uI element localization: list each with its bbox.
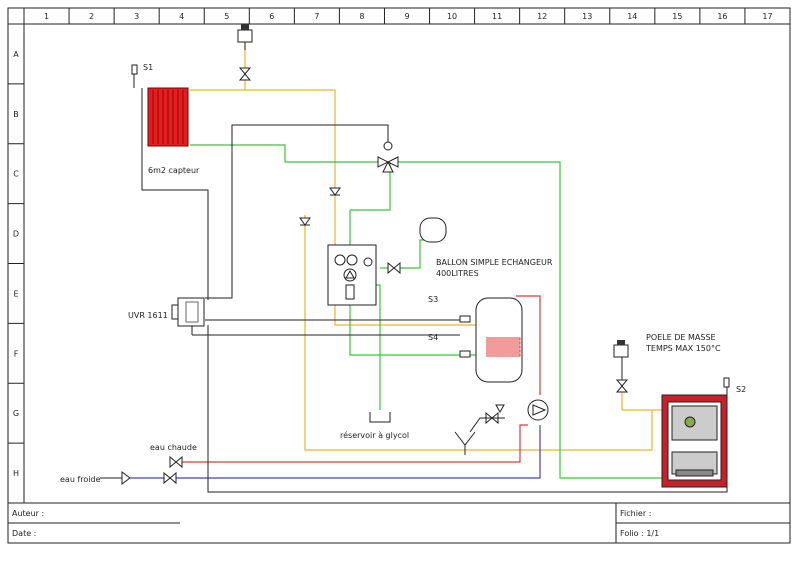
column-number: 8 — [359, 12, 364, 21]
column-number: 4 — [179, 12, 184, 21]
controller-label: UVR 1611 — [128, 311, 168, 320]
column-number: 12 — [537, 12, 547, 21]
air-vent-icon — [237, 24, 253, 50]
column-number: 9 — [404, 12, 409, 21]
row-separators — [8, 83, 24, 444]
hot-water-label: eau chaude — [150, 443, 197, 452]
sensor-s1 — [131, 64, 138, 88]
cold-water-pipes — [130, 425, 541, 479]
column-number: 10 — [447, 12, 457, 21]
column-number: 15 — [672, 12, 682, 21]
column-number: 3 — [134, 12, 139, 21]
column-number: 11 — [492, 12, 502, 21]
check-valve-icon — [329, 187, 341, 196]
s1-label: S1 — [143, 63, 153, 72]
stove — [661, 394, 728, 488]
cold-water-check-icon — [100, 471, 131, 485]
drawing-frame — [7, 7, 791, 544]
check-valve-2-icon — [299, 217, 311, 226]
row-letter: F — [14, 349, 19, 358]
column-number: 14 — [627, 12, 637, 21]
column-number: 5 — [224, 12, 229, 21]
glycol-reservoir — [369, 412, 391, 423]
row-letter: D — [13, 230, 19, 239]
stove-temp-label: TEMPS MAX 150°C — [645, 344, 721, 353]
hot-water-valve-icon — [169, 455, 183, 469]
file-label: Fichier : — [620, 509, 651, 518]
expansion-vessel — [419, 217, 447, 243]
cold-water-valve-icon — [163, 471, 177, 485]
row-letters: A B C D E F G H — [13, 50, 19, 478]
folio-label: Folio : 1/1 — [620, 529, 659, 538]
sensor-s2 — [723, 377, 730, 400]
row-letter: C — [13, 170, 19, 179]
s3-label: S3 — [428, 295, 438, 304]
row-letter: G — [13, 409, 19, 418]
column-number: 13 — [582, 12, 592, 21]
s4-label: S4 — [428, 333, 438, 342]
tank-volume-label: 400LITRES — [436, 269, 479, 278]
solar-collector — [147, 87, 189, 147]
valve-top-icon — [238, 67, 252, 81]
column-number: 1 — [44, 12, 49, 21]
collector-label: 6m2 capteur — [148, 166, 200, 175]
column-number: 2 — [89, 12, 94, 21]
glycol-label: réservoir à glycol — [340, 430, 409, 440]
row-letter: A — [13, 50, 19, 59]
sensor-s3 — [459, 315, 471, 323]
column-number: 7 — [314, 12, 319, 21]
stove-label: POELE DE MASSE — [646, 333, 716, 342]
controller-box — [171, 297, 205, 327]
s2-label: S2 — [736, 385, 746, 394]
column-number: 6 — [269, 12, 274, 21]
row-letter: E — [13, 289, 18, 298]
column-number: 17 — [762, 12, 772, 21]
valve-expansion-icon — [387, 261, 401, 275]
cold-water-label: eau froide — [60, 475, 101, 484]
stove-air-vent-icon — [613, 340, 629, 393]
storage-tank — [475, 297, 523, 383]
drain-funnel-icon — [454, 417, 505, 455]
solar-pump-station — [327, 244, 377, 306]
row-letter: B — [13, 110, 19, 119]
date-label: Date : — [12, 529, 36, 538]
column-number: 16 — [717, 12, 727, 21]
three-way-valve-icon — [377, 141, 399, 173]
row-letter: H — [13, 469, 19, 478]
column-separators — [23, 8, 746, 24]
sensor-s4 — [459, 350, 471, 358]
tank-label: BALLON SIMPLE ECHANGEUR — [436, 258, 553, 267]
author-label: Auteur : — [12, 509, 44, 518]
circulator-pump-icon — [527, 399, 549, 421]
